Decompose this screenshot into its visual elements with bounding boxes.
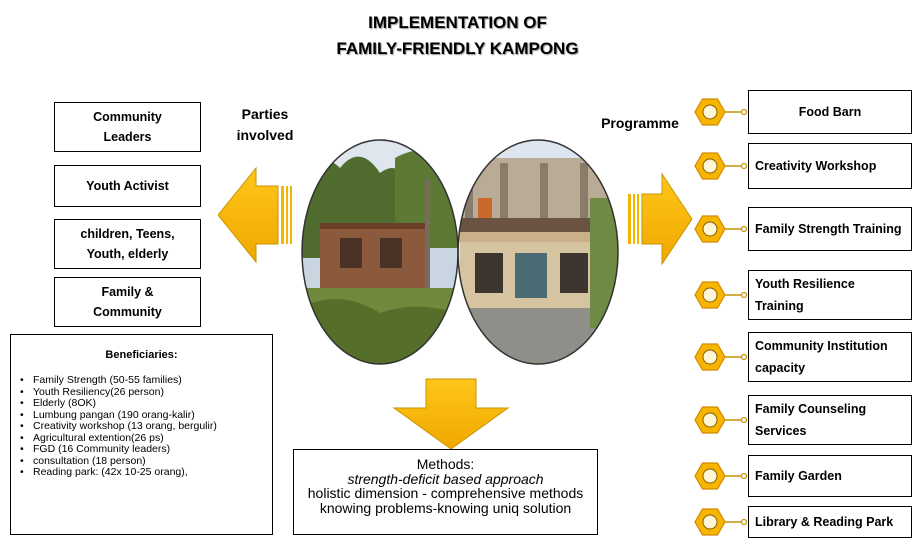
title-line-1: IMPLEMENTATION OF <box>368 13 547 32</box>
list-item: Family Strength (50-55 families) <box>20 374 272 387</box>
hex-icon-inner <box>702 468 718 484</box>
title-line-2: FAMILY-FRIENDLY KAMPONG <box>336 39 579 58</box>
list-item: Youth Resiliency(26 person) <box>20 386 272 399</box>
parties-involved-label: Parties involved <box>236 106 294 143</box>
hex-icon-inner <box>702 287 718 303</box>
connector-dot <box>740 353 748 361</box>
party-family-community: Family &Community <box>54 277 201 327</box>
list-item: Elderly (8OK) <box>20 397 272 410</box>
methods-line-3: holistic dimension - comprehensive metho… <box>307 485 584 501</box>
list-item: FGD (16 Community leaders) <box>20 443 272 456</box>
programme-label: Programme <box>601 115 679 131</box>
left-arrow-icon <box>218 166 292 264</box>
programme-library-reading-park: Library & Reading Park <box>748 506 912 538</box>
programme-food-barn: Food Barn <box>748 90 912 134</box>
village-photo-collage <box>301 139 619 365</box>
methods-approach: strength-deficit based approach <box>347 470 544 487</box>
down-arrow-icon <box>392 378 510 450</box>
hex-icon-inner <box>702 104 718 120</box>
hex-icon-inner <box>702 349 718 365</box>
programme-creativity-workshop: Creativity Workshop <box>748 143 912 189</box>
list-item: Lumbung pangan (190 orang-kalir) <box>20 409 272 422</box>
list-item: consultation (18 person) <box>20 455 272 468</box>
hex-icon-inner <box>702 514 718 530</box>
methods-title: Methods: <box>416 456 475 472</box>
connector-dot <box>740 416 748 424</box>
connector-dot <box>740 472 748 480</box>
beneficiaries-list: Family Strength (50-55 families) Youth R… <box>11 374 272 479</box>
connector-dot <box>740 518 748 526</box>
hex-icon-inner <box>702 158 718 174</box>
programme-connectors <box>694 98 748 536</box>
methods-line-4: knowing problems-knowing uniq solution <box>319 499 572 516</box>
diagram-title: IMPLEMENTATION OF FAMILY-FRIENDLY KAMPON… <box>0 10 915 62</box>
list-item: Reading park: (42x 10-25 orang), <box>20 466 272 479</box>
programme-family-garden: Family Garden <box>748 455 912 497</box>
hex-icon-inner <box>702 221 718 237</box>
beneficiaries-title: Beneficiaries: <box>105 349 178 361</box>
beneficiaries-box: Beneficiaries: Family Strength (50-55 fa… <box>10 334 273 535</box>
programme-family-strength-training: Family Strength Training <box>748 207 912 251</box>
connector-dot <box>740 108 748 116</box>
party-children-teens-youth-elderly: children, Teens,Youth, elderly <box>54 219 201 269</box>
hex-icon-inner <box>702 412 718 428</box>
connector-dot <box>740 291 748 299</box>
methods-box: Methods: strength-deficit based approach… <box>293 449 598 535</box>
connector-dot <box>740 162 748 170</box>
list-item: Creativity workshop (13 orang, bergulir) <box>20 420 272 433</box>
list-item: Agricultural extention(26 ps) <box>20 432 272 445</box>
right-arrow-icon <box>628 172 693 266</box>
party-youth-activist: Youth Activist <box>54 165 201 207</box>
connector-dot <box>740 225 748 233</box>
